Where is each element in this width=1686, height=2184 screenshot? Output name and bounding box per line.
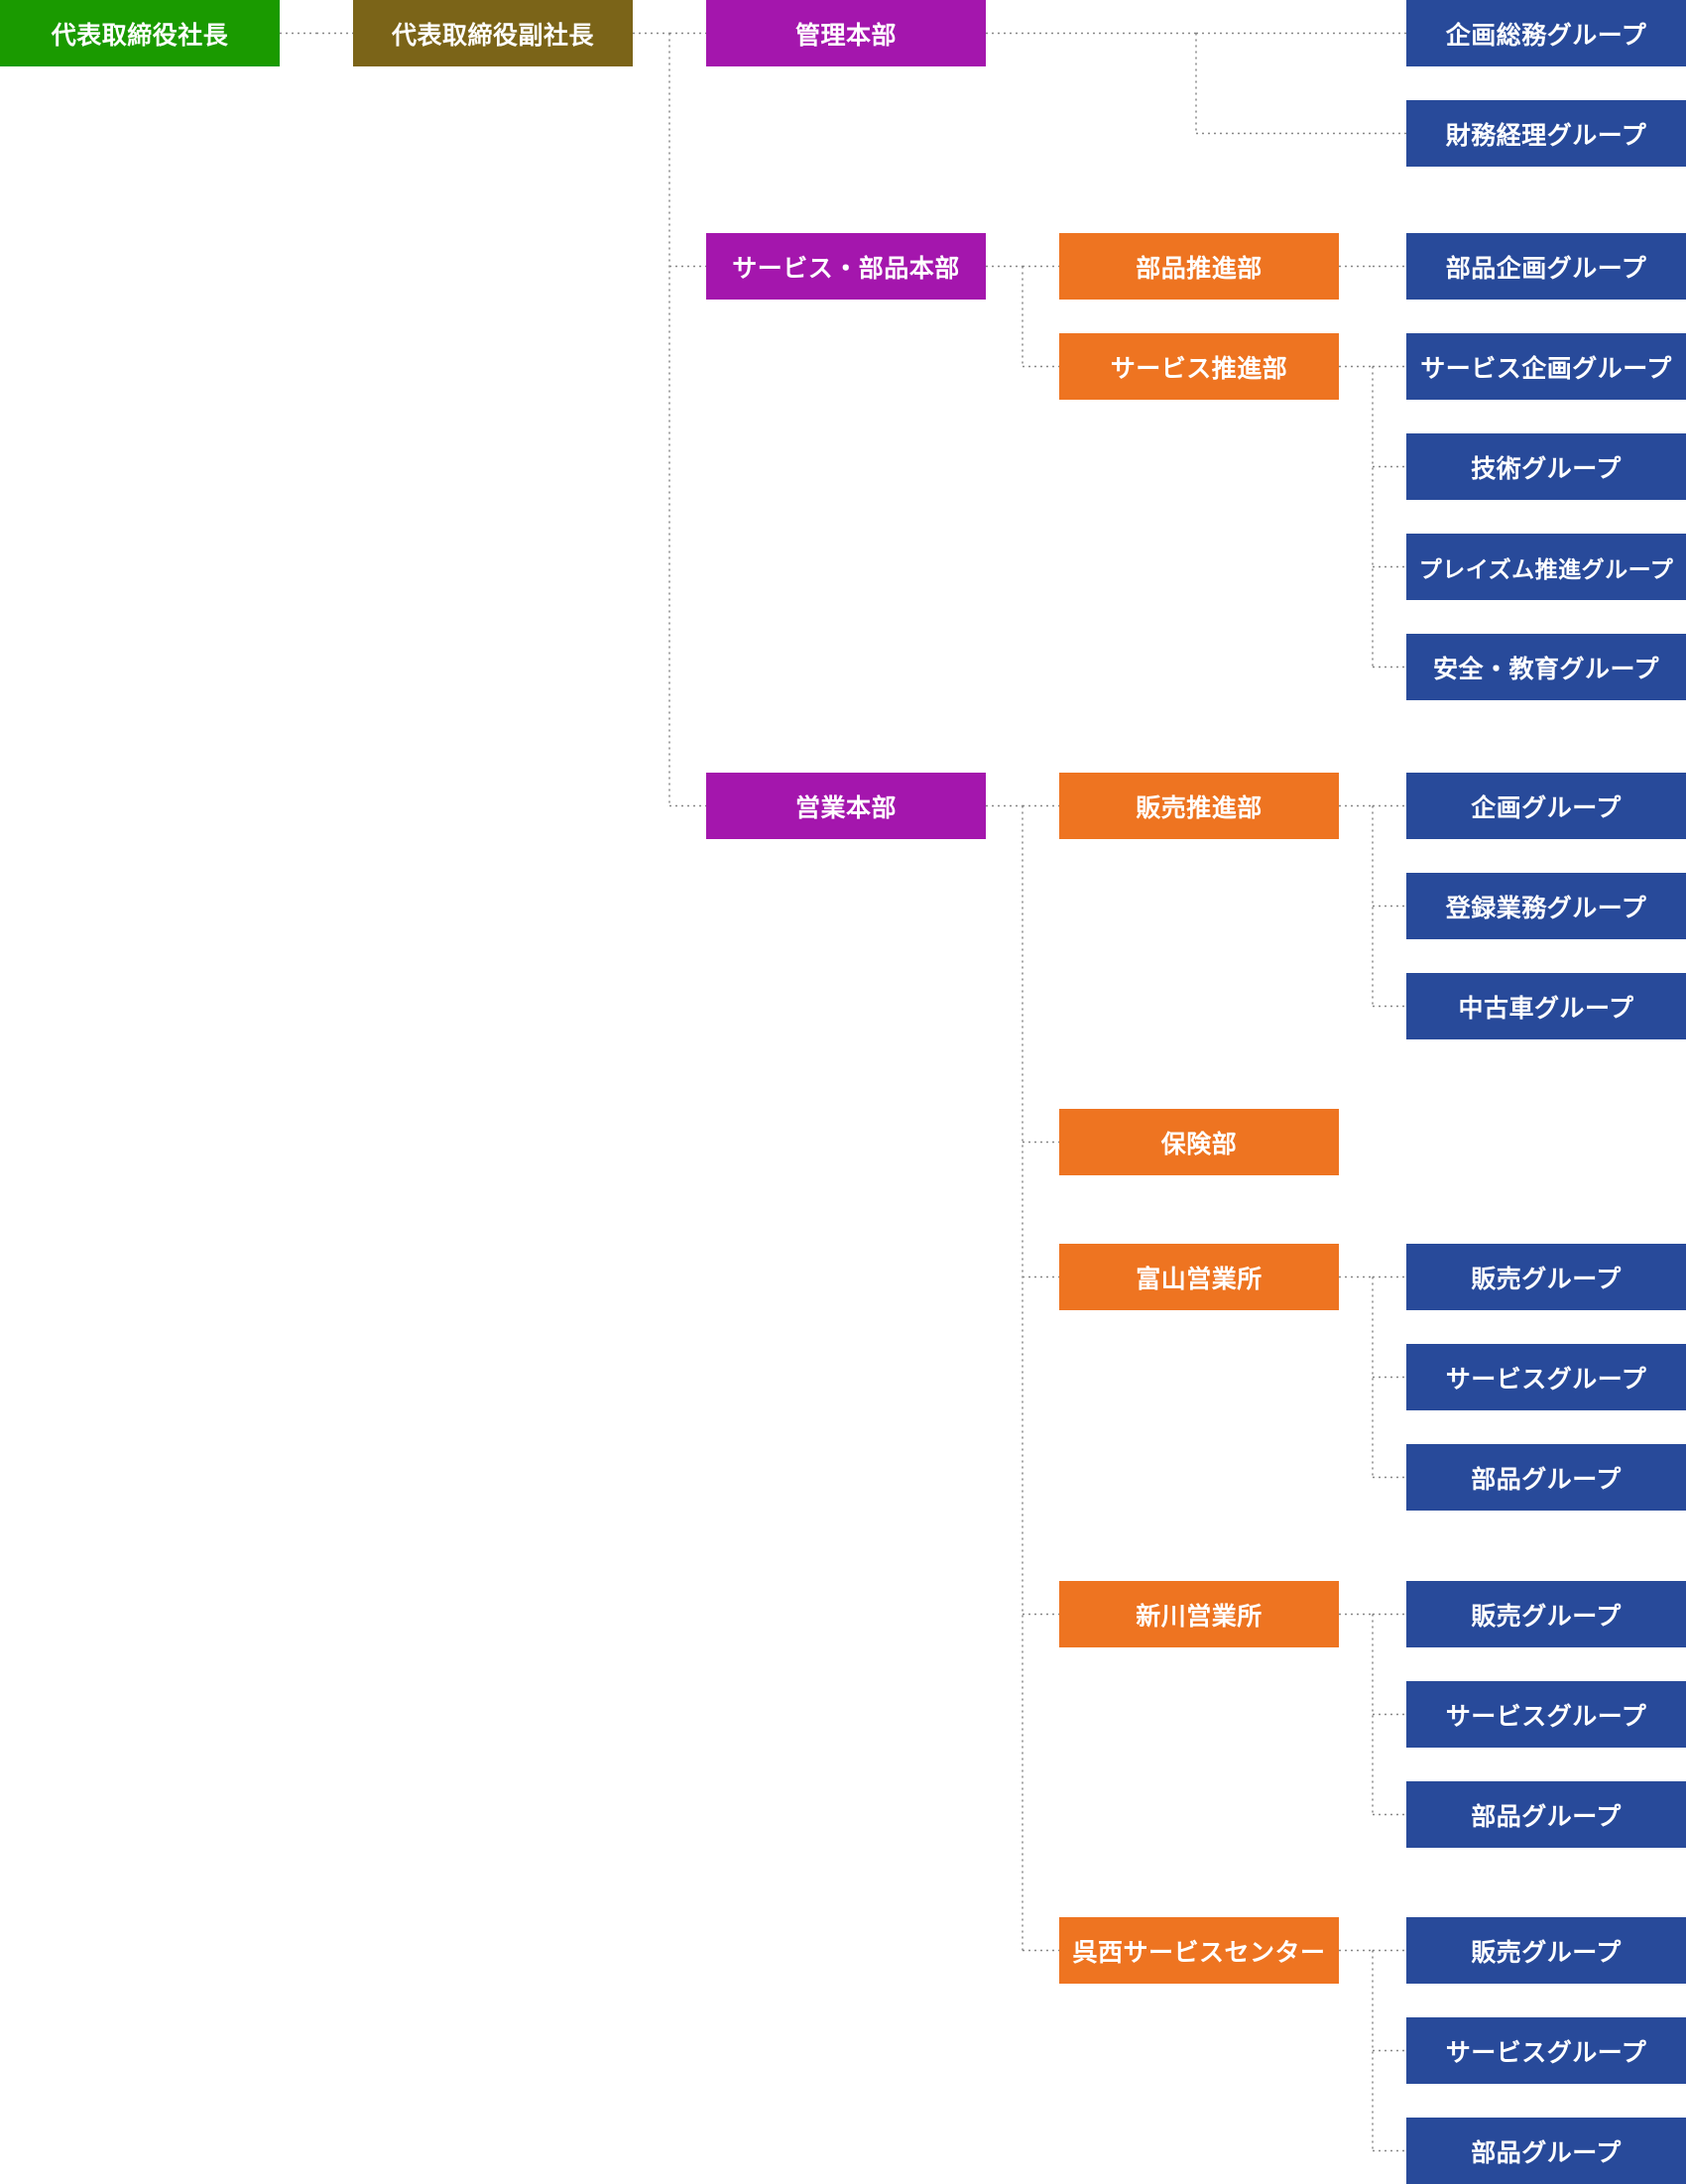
org-node-level-5: 中古車グループ xyxy=(1406,973,1686,1039)
org-node-level-5: 部品グループ xyxy=(1406,1444,1686,1511)
org-node-level-5: 財務経理グループ xyxy=(1406,100,1686,167)
org-node-level-5: プレイズム推進グループ xyxy=(1406,534,1686,600)
org-node-level-5: 部品グループ xyxy=(1406,2118,1686,2184)
org-node-level-5: 販売グループ xyxy=(1406,1581,1686,1647)
org-node-level-3: サービス・部品本部 xyxy=(706,233,986,300)
org-node-level-5: 部品企画グループ xyxy=(1406,233,1686,300)
org-node-level-3: 管理本部 xyxy=(706,0,986,66)
org-node-level-5: サービス企画グループ xyxy=(1406,333,1686,400)
org-node-level-4: 保険部 xyxy=(1059,1109,1339,1175)
org-node-level-5: 販売グループ xyxy=(1406,1244,1686,1310)
org-node-level-5: 販売グループ xyxy=(1406,1917,1686,1984)
org-node-level-1: 代表取締役社長 xyxy=(0,0,280,66)
org-node-level-2: 代表取締役副社長 xyxy=(353,0,633,66)
org-node-level-4: 呉西サービスセンター xyxy=(1059,1917,1339,1984)
org-node-level-5: 企画総務グループ xyxy=(1406,0,1686,66)
org-node-level-5: 部品グループ xyxy=(1406,1781,1686,1848)
org-node-level-5: サービスグループ xyxy=(1406,1681,1686,1748)
org-node-level-4: 部品推進部 xyxy=(1059,233,1339,300)
org-node-level-5: サービスグループ xyxy=(1406,1344,1686,1410)
org-node-level-5: 安全・教育グループ xyxy=(1406,634,1686,700)
org-node-level-5: 登録業務グループ xyxy=(1406,873,1686,939)
org-node-level-4: 販売推進部 xyxy=(1059,773,1339,839)
org-node-level-3: 営業本部 xyxy=(706,773,986,839)
org-node-level-5: サービスグループ xyxy=(1406,2017,1686,2084)
org-node-level-5: 技術グループ xyxy=(1406,433,1686,500)
org-node-level-5: 企画グループ xyxy=(1406,773,1686,839)
org-node-level-4: サービス推進部 xyxy=(1059,333,1339,400)
org-node-level-4: 富山営業所 xyxy=(1059,1244,1339,1310)
org-node-level-4: 新川営業所 xyxy=(1059,1581,1339,1647)
